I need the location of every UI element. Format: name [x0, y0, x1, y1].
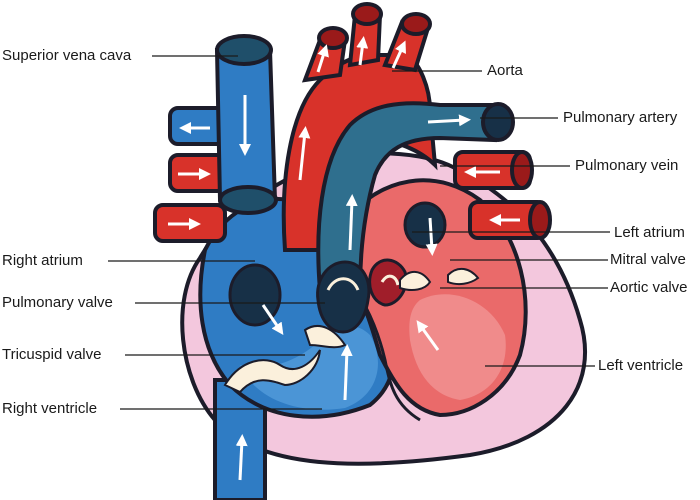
flow-arrows	[168, 36, 520, 481]
label-mitral-valve: Mitral valve	[610, 251, 686, 268]
label-right-ventricle: Right ventricle	[2, 400, 98, 417]
label-superior-vena-cava: Superior vena cava	[2, 47, 132, 64]
label-left-ventricle: Left ventricle	[598, 357, 684, 374]
mitral-valve	[399, 271, 432, 291]
tricuspid-valve	[223, 349, 321, 394]
right-atrium-opening	[228, 263, 282, 327]
label-pulmonary-vein: Pulmonary vein	[575, 157, 679, 174]
leader-lines	[108, 55, 610, 410]
label-aorta: Aorta	[487, 62, 523, 79]
aortic-valve	[368, 258, 408, 307]
label-left-atrium: Left atrium	[614, 224, 685, 241]
left-atrium-opening	[403, 201, 447, 249]
left-ventricle	[409, 294, 506, 400]
label-pulmonary-valve: Pulmonary valve	[2, 294, 113, 311]
label-tricuspid-valve: Tricuspid valve	[2, 346, 102, 363]
label-right-atrium: Right atrium	[2, 252, 83, 269]
pulmonary-valve	[316, 260, 371, 334]
pulmonary-artery	[316, 101, 497, 292]
label-aortic-valve: Aortic valve	[610, 279, 688, 296]
label-pulmonary-artery: Pulmonary artery	[563, 109, 678, 126]
